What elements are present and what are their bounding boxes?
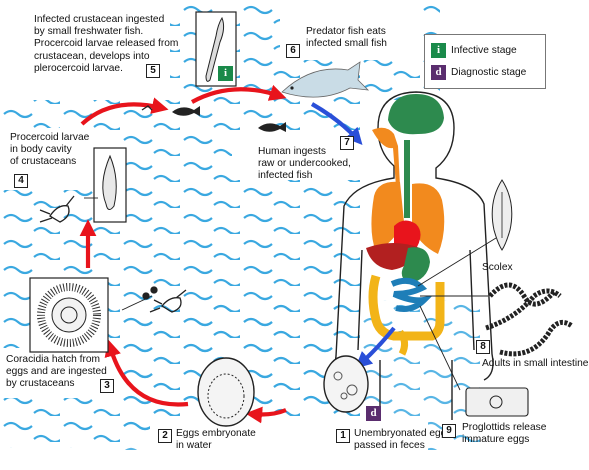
crustaceans xyxy=(39,105,187,313)
step-2-number: 2 xyxy=(158,429,172,443)
step-7-text: Human ingests raw or undercooked, infect… xyxy=(258,146,351,182)
step-1-number: 1 xyxy=(336,429,350,443)
stomach xyxy=(401,247,430,284)
embryonated-egg-image xyxy=(197,357,255,427)
legend-infective: i Infective stage xyxy=(431,43,517,58)
step-3-number: 3 xyxy=(100,379,114,393)
small-fish xyxy=(172,106,286,132)
predator-fish xyxy=(281,61,370,98)
throat xyxy=(372,127,400,186)
coracidium-image xyxy=(29,277,109,353)
diagnostic-stage-badge: d xyxy=(366,406,381,421)
legend-diagnostic: d Diagnostic stage xyxy=(431,65,526,80)
step-2-text: Eggs embryonate in water xyxy=(176,428,256,452)
legend-infective-label: Infective stage xyxy=(451,45,517,56)
scolex-label: Scolex xyxy=(482,262,513,273)
large-intestine xyxy=(368,274,445,341)
legend: i Infective stage d Diagnostic stage xyxy=(424,34,546,89)
cycle-arrows-red xyxy=(79,84,287,424)
step-3-text: Coracidia hatch from eggs and are ingest… xyxy=(6,354,107,390)
step-5-number: 5 xyxy=(146,64,160,78)
legend-diagnostic-label: Diagnostic stage xyxy=(451,67,527,78)
small-intestine xyxy=(390,277,433,312)
proglottid-image xyxy=(465,387,529,417)
step-5-text: Infected crustacean ingested by small fr… xyxy=(34,14,179,74)
scolex-image xyxy=(491,179,513,251)
legend-diagnostic-badge: d xyxy=(431,65,446,80)
step-6-text: Predator fish eats infected small fish xyxy=(306,26,387,50)
lungs xyxy=(371,181,445,254)
cycle-arrows-blue xyxy=(310,102,396,369)
step-8-text: Adults in small intestine xyxy=(482,358,589,369)
step-1-text: Unembryonated eggs passed in feces xyxy=(354,428,452,452)
step-7-number: 7 xyxy=(340,136,354,150)
step-6-number: 6 xyxy=(286,44,300,58)
rectum xyxy=(397,329,409,356)
pointer-lines xyxy=(84,197,497,391)
water-background xyxy=(0,0,480,450)
brain xyxy=(388,94,444,135)
step-4-number: 4 xyxy=(14,174,28,188)
step-8-number: 8 xyxy=(476,340,490,354)
procercoid-larva-image xyxy=(93,147,127,223)
step-9-number: 9 xyxy=(442,424,456,438)
unembryonated-egg-image xyxy=(323,355,369,413)
esophagus xyxy=(404,140,410,218)
infective-stage-badge: i xyxy=(218,66,233,81)
adult-worms-image xyxy=(485,282,574,357)
plerocercoid-larva-image xyxy=(195,11,237,87)
step-4-text: Procercoid larvae in body cavity of crus… xyxy=(10,132,90,168)
step-9-text: Proglottids release immature eggs xyxy=(462,422,547,446)
legend-infective-badge: i xyxy=(431,43,446,58)
